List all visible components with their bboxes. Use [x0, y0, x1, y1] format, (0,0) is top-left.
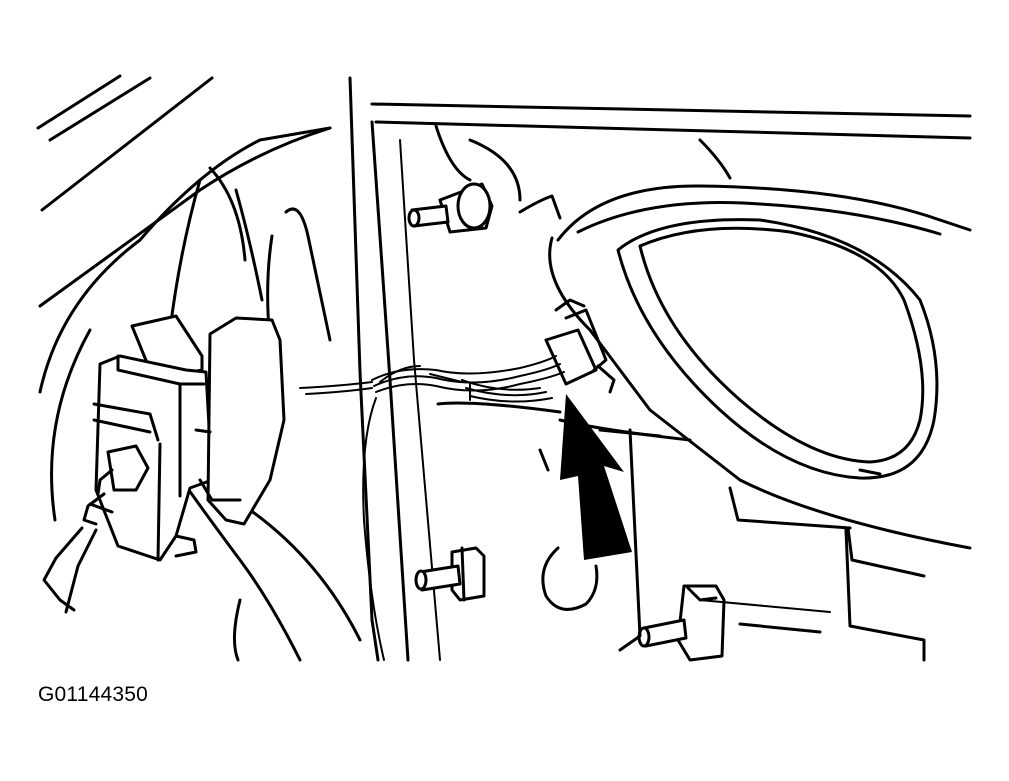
mounting-stud-upper	[407, 182, 494, 234]
mounting-stud-lower	[414, 546, 486, 602]
mirror-connector	[544, 298, 616, 394]
access-hole	[541, 546, 599, 611]
mounting-stud-right	[637, 584, 726, 662]
figure-id-caption: G01144350	[38, 683, 149, 706]
lower-panel-outline	[436, 401, 926, 662]
window-trim-lines	[36, 74, 332, 308]
door-inner-contours	[38, 126, 362, 662]
pointer-arrow	[560, 394, 632, 560]
lock-actuator	[92, 314, 286, 562]
upper-door-trim	[370, 102, 972, 220]
wiring-harness	[299, 355, 565, 661]
lock-rod	[42, 444, 150, 614]
